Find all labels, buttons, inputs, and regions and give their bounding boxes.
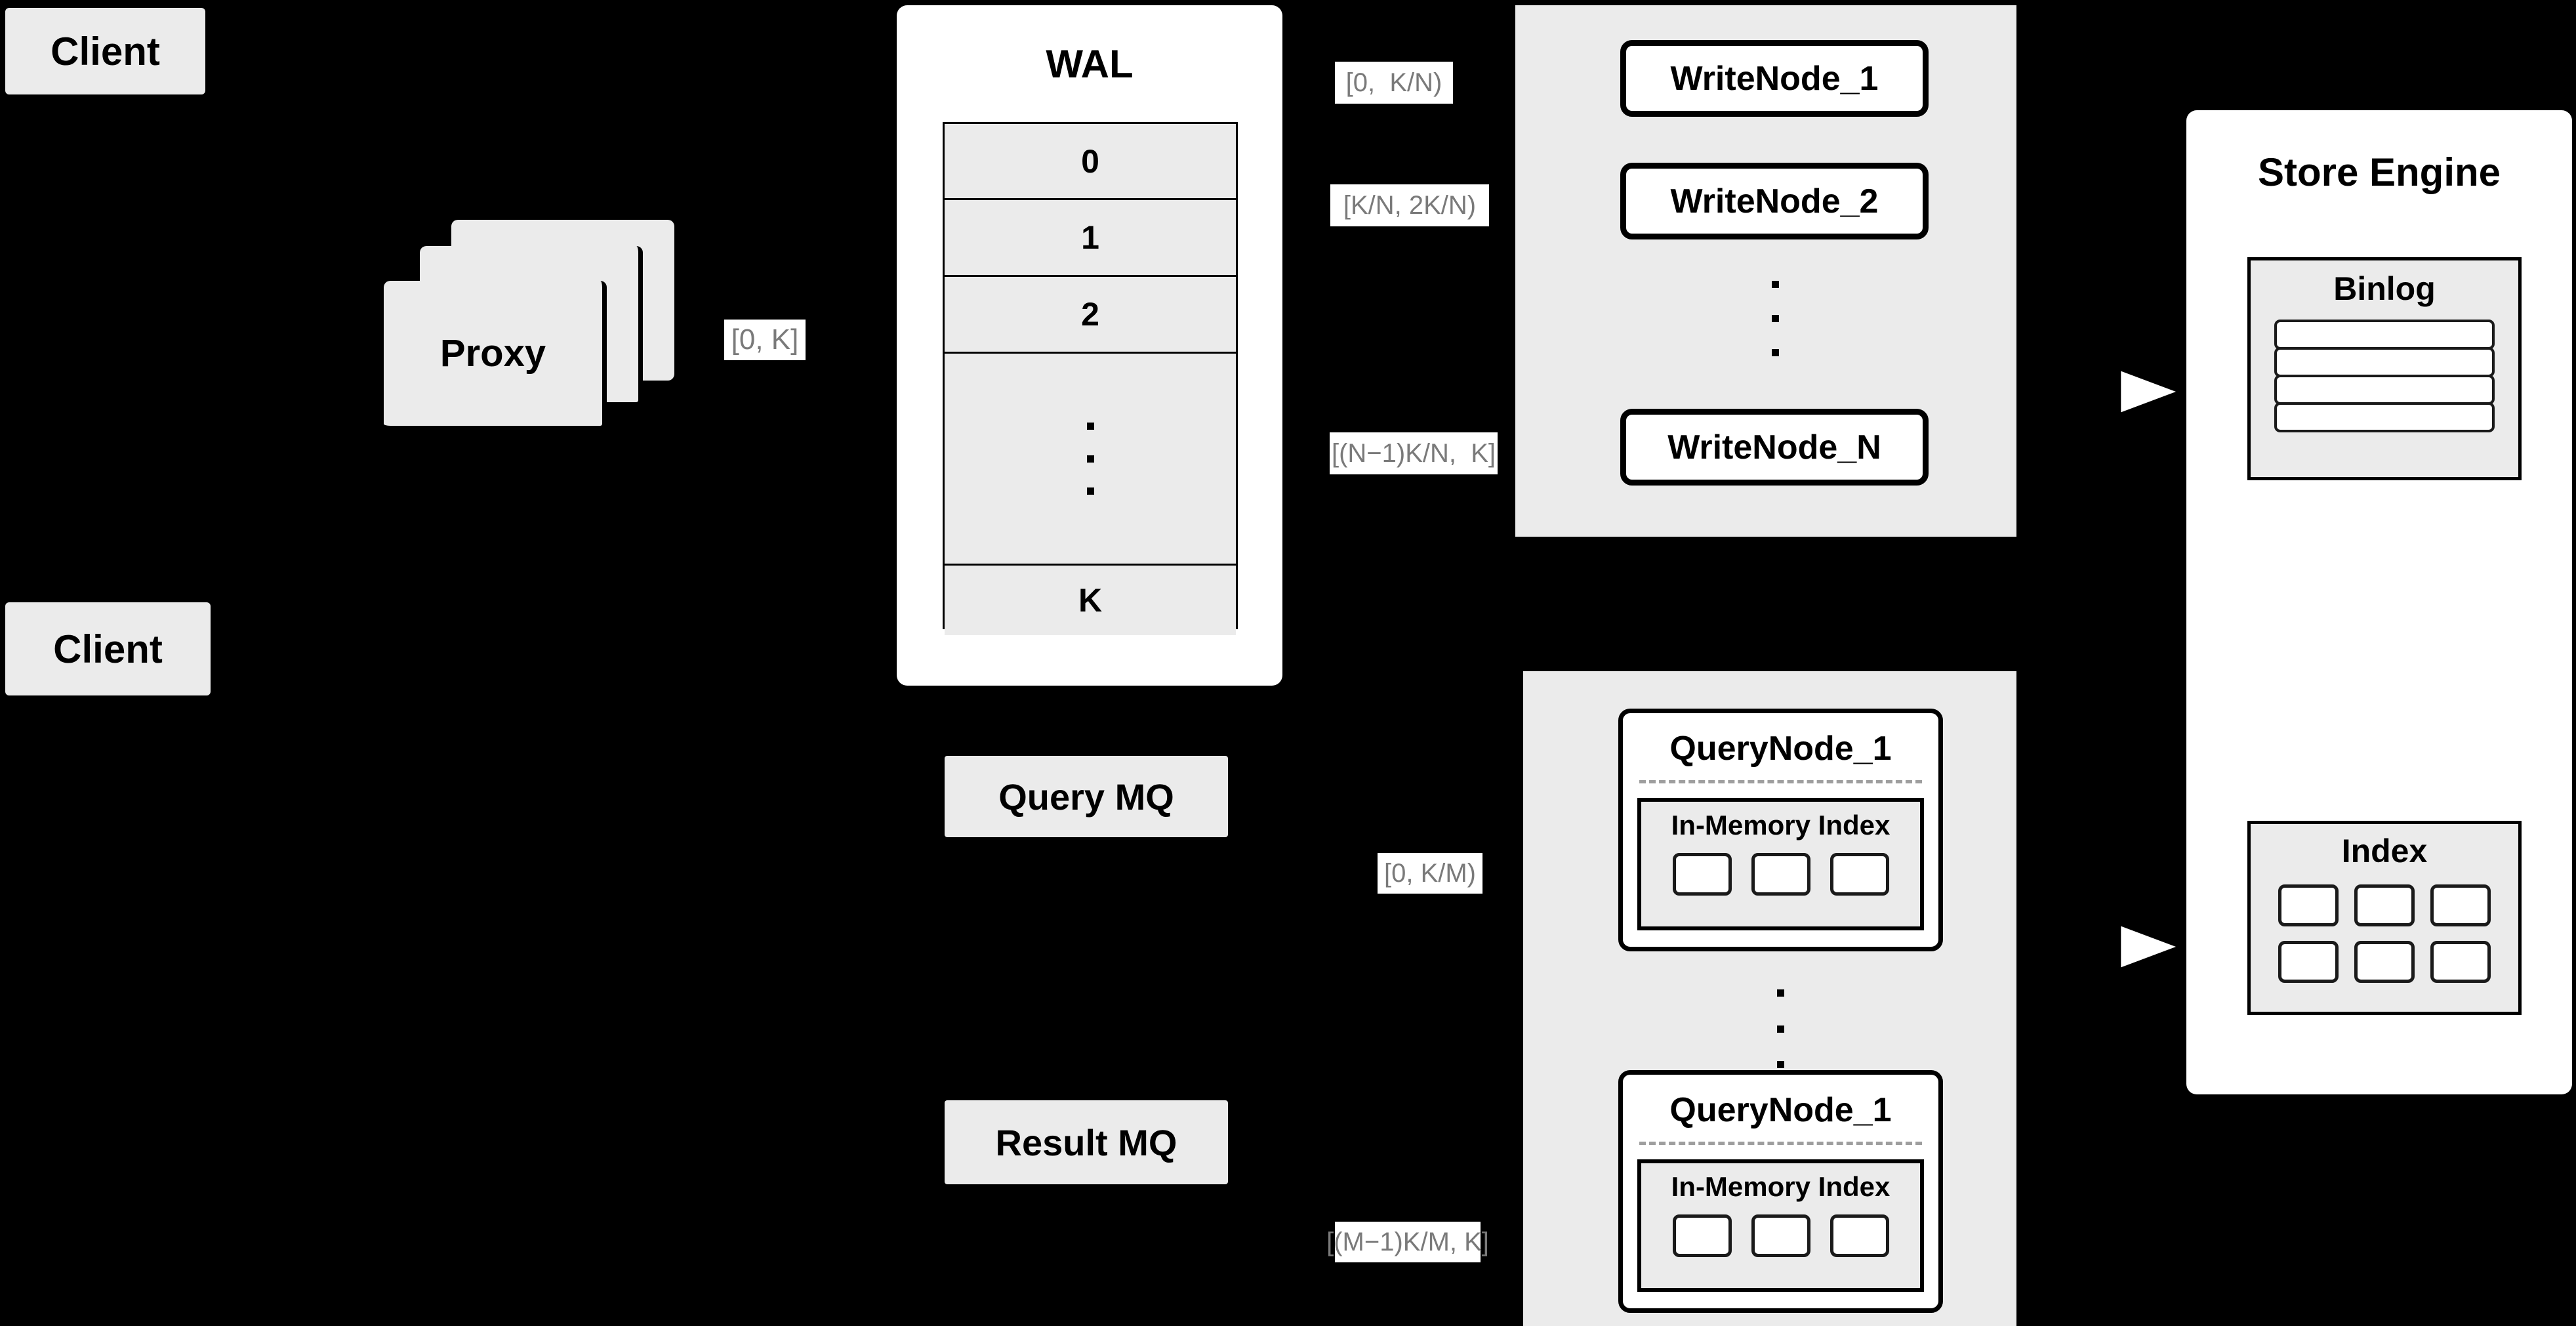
query-node-1-index-title: In-Memory Index xyxy=(1641,810,1920,841)
query-mq-box[interactable]: Query MQ xyxy=(945,756,1228,837)
query-node-m-title: QueryNode_1 xyxy=(1623,1090,1938,1130)
query-node-m-index-title: In-Memory Index xyxy=(1641,1171,1920,1203)
query-mq-label: Query MQ xyxy=(998,776,1174,818)
query-node-m-label: QueryNode_1 xyxy=(1669,1091,1892,1129)
index-title-text: Index xyxy=(2341,833,2428,869)
proxy-label: Proxy xyxy=(440,332,546,375)
write-node-n[interactable]: WriteNode_N xyxy=(1620,409,1929,486)
query-node-1[interactable]: QueryNode_1 In-Memory Index xyxy=(1618,709,1943,951)
client-box-2[interactable]: Client xyxy=(5,602,211,695)
index-chip[interactable] xyxy=(1672,853,1732,896)
query-node-m-inmemory-index: In-Memory Index xyxy=(1637,1159,1924,1292)
binlog-bar[interactable] xyxy=(2274,347,2495,377)
query-node-m[interactable]: QueryNode_1 In-Memory Index xyxy=(1618,1070,1943,1313)
store-engine-title: Store Engine xyxy=(2186,150,2572,195)
tag-write-node-n: [(N−1)K/N, K] xyxy=(1330,432,1498,474)
tag-query-node-m-text: [(M−1)K/M, K] xyxy=(1326,1227,1489,1256)
store-index-chip[interactable] xyxy=(2430,884,2491,926)
query-node-m-index-title-text: In-Memory Index xyxy=(1671,1171,1891,1202)
store-index-chip[interactable] xyxy=(2278,884,2339,926)
wal-row-0[interactable]: 0 xyxy=(945,124,1236,200)
wal-title: WAL xyxy=(897,41,1282,87)
index-chip[interactable] xyxy=(1751,1214,1810,1257)
tag-query-node-1-text: [0, K/M) xyxy=(1383,858,1477,888)
binlog-panel: Binlog xyxy=(2247,257,2522,480)
tag-write-node-1-text: [0, K/N) xyxy=(1345,68,1442,97)
query-node-1-title: QueryNode_1 xyxy=(1623,729,1938,768)
store-engine-title-text: Store Engine xyxy=(2257,150,2501,194)
index-chip[interactable] xyxy=(1751,853,1810,896)
client-box-1[interactable]: Client xyxy=(5,8,205,94)
wal-panel: WAL 0 1 2 K xyxy=(897,5,1282,686)
wal-row-1[interactable]: 1 xyxy=(945,200,1236,277)
binlog-bar[interactable] xyxy=(2274,375,2495,405)
query-node-cluster: QueryNode_1 In-Memory Index QueryNode_1 xyxy=(1523,671,2016,1326)
query-node-1-label: QueryNode_1 xyxy=(1669,730,1892,768)
store-index-chip[interactable] xyxy=(2354,941,2415,983)
proxy-card-front[interactable]: Proxy xyxy=(384,281,607,430)
binlog-bar[interactable] xyxy=(2274,402,2495,432)
index-panel: Index xyxy=(2247,821,2522,1015)
wal-row-0-label: 0 xyxy=(1081,142,1099,180)
store-index-chip[interactable] xyxy=(2354,884,2415,926)
wal-title-text: WAL xyxy=(1046,42,1134,86)
tag-write-node-2: [K/N, 2K/N) xyxy=(1330,184,1489,226)
store-index-chip[interactable] xyxy=(2430,941,2491,983)
wal-row-k-label: K xyxy=(1078,582,1103,619)
tag-write-node-2-text: [K/N, 2K/N) xyxy=(1343,190,1477,220)
client-label-1: Client xyxy=(51,29,160,73)
store-engine-panel: Store Engine Binlog Index xyxy=(2186,110,2572,1094)
write-node-2-label: WriteNode_2 xyxy=(1670,182,1879,220)
client-label-2: Client xyxy=(53,627,163,671)
wal-row-1-label: 1 xyxy=(1081,219,1099,256)
write-node-cluster: WriteNode_1 WriteNode_2 WriteNode_N xyxy=(1515,5,2016,537)
tag-query-node-m: [(M−1)K/M, K] xyxy=(1326,1222,1489,1262)
index-title: Index xyxy=(2251,832,2518,870)
result-mq-label: Result MQ xyxy=(995,1121,1177,1163)
tag-write-node-n-text: [(N−1)K/N, K] xyxy=(1331,438,1496,468)
binlog-title: Binlog xyxy=(2251,270,2518,308)
query-node-1-index-title-text: In-Memory Index xyxy=(1671,810,1891,840)
write-node-1-label: WriteNode_1 xyxy=(1670,59,1879,98)
write-node-1[interactable]: WriteNode_1 xyxy=(1620,40,1929,117)
wal-row-2[interactable]: 2 xyxy=(945,277,1236,354)
tag-query-node-1: [0, K/M) xyxy=(1378,853,1482,894)
tag-proxy-to-wal-text: [0, K] xyxy=(731,323,799,356)
wal-row-ellipsis xyxy=(945,354,1236,566)
tag-write-node-1: [0, K/N) xyxy=(1335,62,1453,104)
query-node-1-inmemory-index: In-Memory Index xyxy=(1637,798,1924,930)
wal-row-k[interactable]: K xyxy=(945,566,1236,635)
store-index-chip[interactable] xyxy=(2278,941,2339,983)
tag-proxy-to-wal: [0, K] xyxy=(724,320,806,360)
index-chip[interactable] xyxy=(1830,853,1889,896)
index-chip[interactable] xyxy=(1672,1214,1732,1257)
query-cluster-vertical-dots-icon xyxy=(1776,989,1784,1068)
query-node-m-divider xyxy=(1639,1142,1922,1145)
result-mq-box[interactable]: Result MQ xyxy=(945,1100,1228,1184)
write-node-n-label: WriteNode_N xyxy=(1667,428,1881,466)
query-node-1-divider xyxy=(1639,780,1922,783)
wal-vertical-dots-icon xyxy=(1086,423,1094,495)
wal-entry-table: 0 1 2 K xyxy=(943,122,1238,635)
write-cluster-vertical-dots-icon xyxy=(1771,281,1779,356)
write-node-2[interactable]: WriteNode_2 xyxy=(1620,163,1929,239)
index-chip[interactable] xyxy=(1830,1214,1889,1257)
binlog-bar[interactable] xyxy=(2274,320,2495,350)
binlog-title-text: Binlog xyxy=(2333,270,2436,307)
wal-row-2-label: 2 xyxy=(1081,296,1099,333)
